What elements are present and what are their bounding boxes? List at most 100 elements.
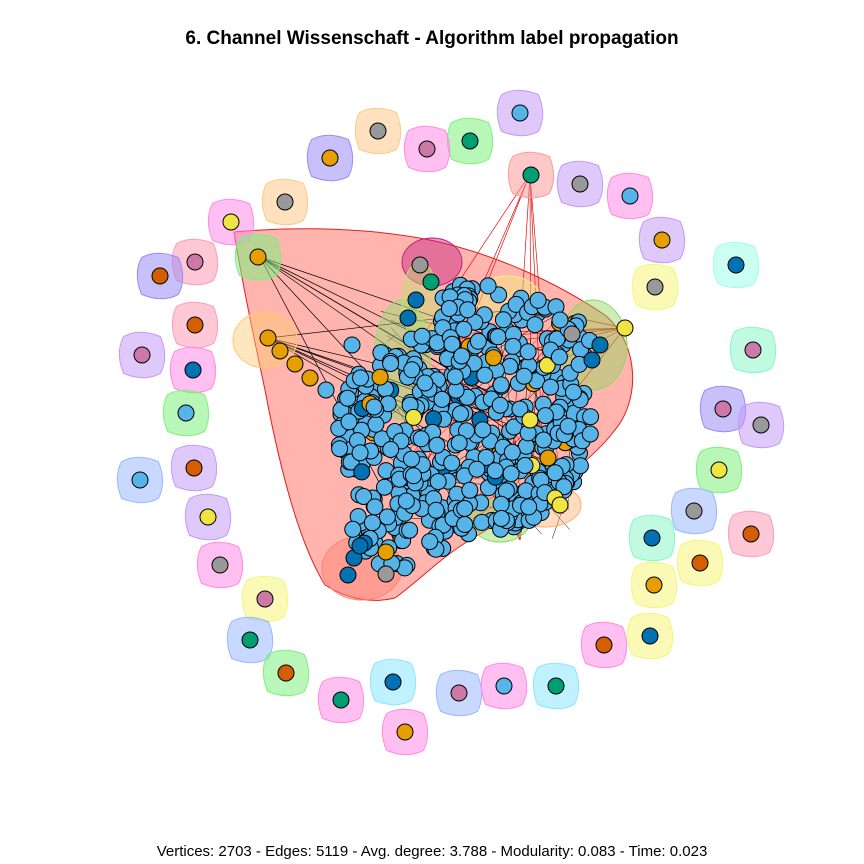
vertex [516,457,534,474]
vertex [151,267,169,285]
vertex [249,248,267,266]
edge [407,173,531,360]
vertex [459,301,477,319]
vertex [412,430,430,448]
vertex [511,104,529,122]
vertex [351,444,369,462]
vertex [479,277,497,295]
vertex [396,723,414,741]
vertex [511,400,529,418]
isolated-communities [116,89,785,756]
vertex [450,434,468,452]
vertex [641,627,659,645]
vertex [752,416,770,434]
vertex [184,361,202,379]
vertex [363,514,381,532]
vertex [403,450,420,468]
vertex [222,213,240,231]
vertex [416,374,434,392]
graph-statistics: Vertices: 2703 - Edges: 5119 - Avg. degr… [156,843,708,860]
vertex [259,329,277,347]
vertex [455,320,473,338]
vertex [407,291,425,309]
vertex [382,355,400,372]
vertex [378,508,396,526]
edge [529,173,532,367]
vertex [382,441,400,458]
vertex [536,407,554,425]
vertex [241,631,259,649]
vertex-layer [259,256,634,584]
vertex [571,457,589,475]
vertex [646,278,664,296]
vertex [339,566,357,584]
vertex [429,473,447,491]
vertex [133,346,151,364]
vertex [443,335,461,353]
vertex [340,413,358,431]
vertex [367,415,385,433]
vertex [542,378,559,396]
plot-title: 6. Channel Wissenschaft - Algorithm labe… [185,28,679,49]
vertex [397,492,415,510]
vertex [591,336,609,354]
vertex [271,342,289,360]
vertex [185,459,203,477]
vertex [727,256,745,274]
vertex [256,590,274,608]
vertex [616,319,634,337]
vertex [555,478,573,496]
vertex [491,396,509,414]
vertex [399,309,417,327]
vertex [519,343,537,361]
vertex [571,175,589,193]
vertex [186,253,204,271]
vertex [564,383,582,401]
vertex [427,501,445,519]
vertex [440,300,458,317]
vertex [405,467,422,485]
vertex [486,462,504,480]
vertex [477,448,495,466]
vertex [469,332,487,350]
vertex [450,684,468,702]
vertex [521,411,539,429]
vertex [211,556,229,574]
vertex [685,502,703,520]
vertex [401,521,419,539]
vertex [473,513,491,531]
vertex [301,369,319,387]
vertex [461,481,479,499]
vertex [645,576,663,594]
vertex [376,478,393,496]
vertex [418,140,436,158]
vertex [428,436,446,454]
vertex [502,465,520,483]
vertex [377,565,395,583]
vertex [495,677,513,695]
vertex [476,366,494,384]
vertex [456,516,474,533]
vertex [582,408,600,426]
edge [267,337,547,439]
vertex [351,537,369,555]
vertex [474,421,492,439]
vertex [365,398,383,416]
vertex [653,231,671,249]
vertex [547,677,565,695]
vertex [714,400,732,418]
vertex [453,347,471,365]
vertex [366,498,384,516]
vertex [551,311,569,329]
vertex [492,495,510,513]
vertex [539,449,557,467]
vertex [384,673,402,691]
vertex [522,166,540,184]
vertex [422,273,440,291]
vertex [405,408,423,426]
vertex [456,500,474,517]
vertex [413,327,431,345]
vertex [550,348,568,366]
vertex [317,381,335,399]
